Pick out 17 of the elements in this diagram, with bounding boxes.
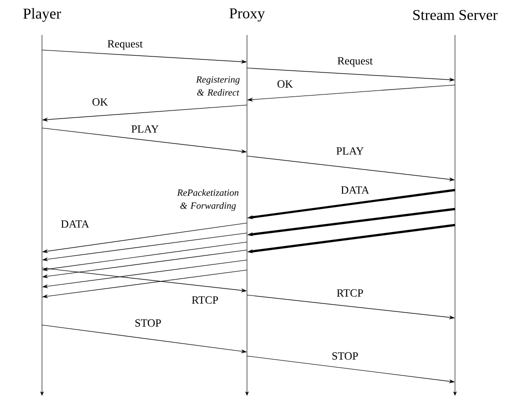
edge-label: STOP: [134, 318, 162, 328]
edge-label: Request: [106, 39, 144, 51]
edge-label: RTCP: [190, 295, 220, 305]
edge-label: PLAY: [335, 146, 365, 156]
edge-label: DATA: [60, 219, 90, 229]
annotation: Registering & Redirect: [192, 76, 244, 96]
participant-label: Proxy: [230, 8, 265, 22]
participant-label: Player: [23, 8, 62, 22]
annotation: RePacketization & Forwarding: [170, 188, 246, 212]
edge-label: PLAY: [130, 124, 160, 134]
edge-label: STOP: [330, 351, 360, 361]
edge-label: OK: [91, 97, 109, 107]
edge-label: OK: [276, 79, 294, 89]
edge-label: DATA: [340, 185, 370, 195]
edge-label: Request: [336, 56, 374, 68]
participant-label: Stream Server: [413, 10, 498, 20]
edge-label: RTCP: [336, 288, 364, 298]
